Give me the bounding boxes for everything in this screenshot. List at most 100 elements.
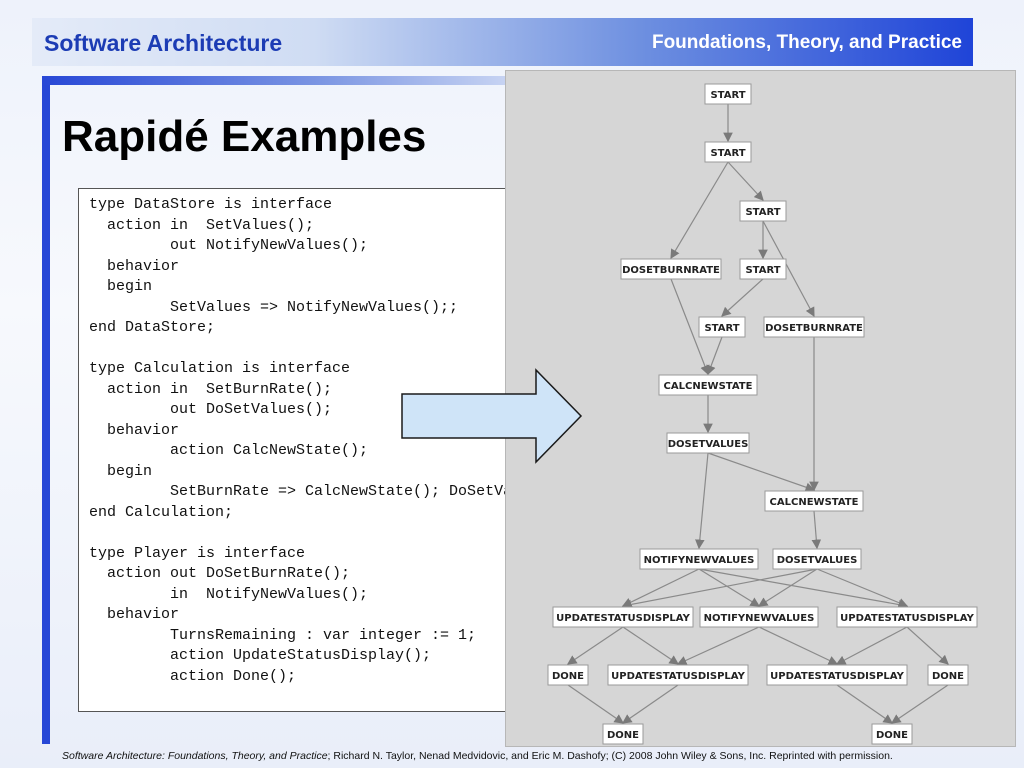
code-line: action CalcNewState(); — [89, 442, 369, 459]
graph-edge — [758, 626, 839, 665]
graph-node-box — [763, 316, 865, 338]
graph-node: START — [739, 200, 787, 222]
code-line: begin — [89, 462, 153, 480]
graph-node: UPDATESTATUSDISPLAY — [552, 606, 694, 628]
graph-node-label: UPDATESTATUSDISPLAY — [611, 671, 745, 682]
code-line: behavior — [89, 421, 180, 439]
graph-node-label: START — [704, 323, 739, 334]
graph-edge — [621, 568, 700, 607]
code-line: behavior — [89, 606, 180, 623]
graph-node-box — [666, 432, 750, 454]
graph-node-box — [547, 664, 589, 686]
graph-node: START — [739, 258, 787, 280]
graph-node-label: CALCNEWSTATE — [664, 381, 753, 392]
code-line: action Done(); — [89, 667, 297, 685]
graph-node-label: START — [710, 148, 745, 159]
footer-credit: ; Richard N. Taylor, Nenad Medvidovic, a… — [327, 750, 893, 762]
graph-node-label: START — [745, 265, 780, 276]
graph-edge — [670, 161, 729, 260]
code-line: behavior — [89, 257, 180, 275]
graph-node: UPDATESTATUSDISPLAY — [836, 606, 978, 628]
title-accent-line — [42, 76, 512, 85]
graph-node-label: DOSETVALUES — [777, 555, 858, 566]
graph-edge — [695, 452, 709, 550]
graph-edge — [762, 220, 815, 318]
graph-node: START — [704, 83, 752, 105]
header-subtitle: Foundations, Theory, and Practice — [651, 32, 962, 53]
graph-edge — [891, 684, 949, 724]
graph-node: CALCNEWSTATE — [764, 490, 864, 512]
graph-edge — [670, 278, 710, 376]
poset-graph: START START START DOSETBURNRATE START START DO… — [547, 83, 978, 745]
graph-edge — [811, 510, 822, 550]
code-listing: type DataStore is interface action in Se… — [89, 195, 517, 687]
code-line: end DataStore; — [89, 319, 216, 336]
graph-node-box — [871, 723, 913, 745]
poset-diagram-panel: START START START DOSETBURNRATE START START DO… — [505, 70, 1016, 747]
graph-edge — [816, 568, 909, 608]
graph-node-label: DONE — [876, 730, 908, 741]
graph-node: START — [698, 316, 746, 338]
graph-node: DONE — [927, 664, 969, 686]
code-line: out NotifyNewValues(); — [89, 237, 369, 254]
graph-node-label: CALCNEWSTATE — [770, 497, 859, 508]
code-line: TurnsRemaining : var integer := 1; — [89, 626, 477, 644]
graph-edge — [707, 452, 816, 492]
code-line: type DataStore is interface — [89, 196, 333, 213]
graph-node-box — [620, 258, 722, 280]
graph-node-box — [552, 606, 694, 628]
graph-node: NOTIFYNEWVALUES — [699, 606, 819, 628]
right-arrow-icon — [401, 368, 583, 464]
graph-node: DONE — [547, 664, 589, 686]
graph-node-label: DONE — [932, 671, 964, 682]
graph-node: UPDATESTATUSDISPLAY — [766, 664, 908, 686]
graph-node-box — [772, 548, 862, 570]
graph-node-box — [764, 490, 864, 512]
graph-edge — [698, 568, 909, 610]
graph-node-label: START — [745, 207, 780, 218]
code-line: type Player is interface — [89, 544, 306, 562]
graph-edge — [567, 626, 624, 665]
graph-edge — [836, 684, 893, 724]
header-bar — [32, 18, 973, 66]
header-title: Software Architecture — [44, 30, 283, 56]
graph-node-label: DOSETBURNRATE — [765, 323, 863, 334]
graph-edge — [567, 684, 624, 724]
graph-edge — [676, 626, 760, 665]
graph-node-box — [698, 316, 746, 338]
graph-node-box — [699, 606, 819, 628]
code-line: type Calculation is interface — [89, 360, 351, 377]
graph-node-box — [836, 606, 978, 628]
graph-node-box — [658, 374, 758, 396]
graph-edge — [727, 161, 764, 201]
code-line: SetBurnRate => CalcNewState(); DoSetValu… — [170, 483, 517, 500]
graph-node-label: DOSETVALUES — [668, 439, 749, 450]
graph-node-label: UPDATESTATUSDISPLAY — [770, 671, 904, 682]
code-line: in NotifyNewValues(); — [89, 585, 369, 603]
code-line — [89, 339, 517, 360]
graph-node: CALCNEWSTATE — [658, 374, 758, 396]
code-listing-box: type DataStore is interface action in Se… — [78, 188, 518, 712]
graph-node: DOSETBURNRATE — [763, 316, 865, 338]
graph-node-label: UPDATESTATUSDISPLAY — [556, 613, 690, 624]
code-line: end Calculation; — [89, 503, 234, 521]
footer-citation: Software Architecture: Foundations, Theo… — [62, 750, 893, 762]
graph-node-label: START — [710, 90, 745, 101]
graph-node-box — [704, 141, 752, 163]
graph-node-label: NOTIFYNEWVALUES — [704, 613, 815, 624]
code-line: begin — [89, 278, 153, 295]
graph-edge — [621, 568, 818, 610]
code-line: action UpdateStatusDisplay(); — [89, 647, 432, 664]
graph-node-box — [704, 83, 752, 105]
graph-edge — [906, 626, 949, 665]
graph-node-box — [739, 200, 787, 222]
graph-node-box — [607, 664, 749, 686]
code-line: action in SetValues(); — [89, 216, 315, 234]
graph-edge — [721, 278, 764, 317]
graph-node-box — [639, 548, 759, 570]
code-line: action in SetBurnRate(); — [89, 380, 333, 398]
graph-edge — [757, 568, 818, 607]
graph-node-box — [927, 664, 969, 686]
code-line: action out DoSetBurnRate(); — [89, 565, 351, 582]
graph-node-box — [602, 723, 644, 745]
